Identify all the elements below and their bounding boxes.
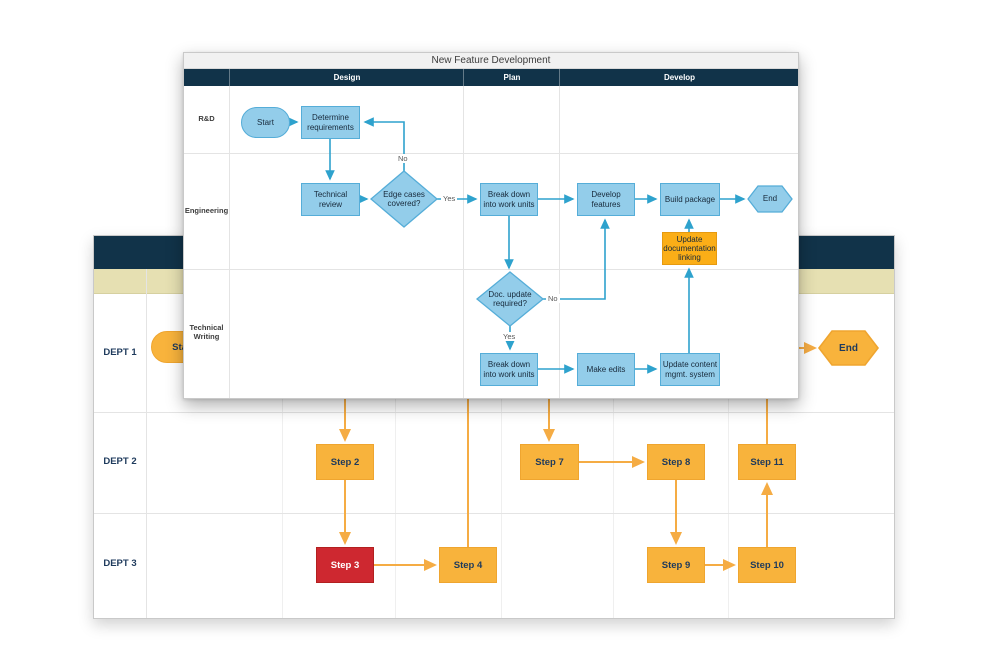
lane-label-dept2: DEPT 2	[103, 456, 137, 467]
node-update-content-mgmt-system[interactable]: Update content mgmt. system	[660, 353, 720, 386]
node-technical-review[interactable]: Technical review	[301, 183, 360, 216]
feature-development-diagram-card: New Feature Development Design Plan Deve…	[183, 52, 799, 399]
edge-docupdate-no	[543, 218, 610, 300]
bg-column-divider	[728, 293, 729, 618]
bg-column-divider	[613, 293, 614, 618]
edge-label-no: No	[396, 154, 410, 163]
lane-label-rd: R&D	[198, 114, 215, 123]
node-doc-update-required[interactable]: Doc. update required?	[475, 271, 545, 327]
bg-connector-layer	[339, 342, 817, 571]
bg-column-divider	[282, 293, 283, 618]
edge-label-yes: Yes	[441, 194, 458, 203]
node-step4[interactable]: Step 4	[439, 547, 497, 583]
node-determine-requirements[interactable]: Determine requirements	[301, 106, 360, 139]
node-end-bg[interactable]: End	[817, 330, 880, 366]
bg-label-column-divider	[146, 269, 147, 618]
edge-label-yes: Yes	[501, 332, 518, 341]
node-develop-features[interactable]: Develop features	[577, 183, 635, 216]
node-step8[interactable]: Step 8	[647, 444, 705, 480]
node-step3[interactable]: Step 3	[316, 547, 374, 583]
fg-lane-divider	[184, 269, 798, 270]
bg-column-divider	[501, 293, 502, 618]
phase-header-plan: Plan	[463, 69, 560, 86]
fg-label-column-divider	[229, 86, 230, 398]
node-step7[interactable]: Step 7	[520, 444, 579, 480]
edge-edgecases-no-loop	[363, 117, 405, 171]
hexagon-shape	[747, 185, 793, 213]
phase-header-design: Design	[229, 69, 464, 86]
fg-phase-band	[184, 69, 798, 86]
node-edge-cases-covered[interactable]: Edge cases covered?	[369, 170, 439, 228]
hexagon-shape	[817, 330, 880, 366]
bg-lane-divider	[94, 412, 894, 413]
node-build-package[interactable]: Build package	[660, 183, 720, 216]
lane-label-engineering: Engineering	[184, 206, 229, 215]
diagram-title: New Feature Development	[184, 53, 798, 69]
bg-lane-divider	[94, 513, 894, 514]
node-step11[interactable]: Step 11	[738, 444, 796, 480]
diamond-shape	[369, 170, 439, 228]
lane-label-technical-writing: Technical Writing	[189, 323, 224, 342]
diamond-shape	[475, 271, 545, 327]
lane-label-dept1: DEPT 1	[103, 347, 137, 358]
edge-label-no: No	[546, 294, 560, 303]
fg-lane-divider	[184, 153, 798, 154]
node-update-documentation-linking[interactable]: Update documentation linking	[662, 232, 717, 265]
node-step9[interactable]: Step 9	[647, 547, 705, 583]
lane-label-dept3: DEPT 3	[103, 558, 137, 569]
node-break-down-work-units-eng[interactable]: Break down into work units	[480, 183, 538, 216]
node-step2[interactable]: Step 2	[316, 444, 374, 480]
node-start[interactable]: Start	[241, 107, 290, 138]
node-end[interactable]: End	[747, 185, 793, 213]
fg-phase-divider	[463, 86, 464, 398]
node-step10[interactable]: Step 10	[738, 547, 796, 583]
node-make-edits[interactable]: Make edits	[577, 353, 635, 386]
fg-connector-layer	[288, 117, 746, 374]
bg-column-divider	[395, 293, 396, 618]
node-break-down-work-units-tw[interactable]: Break down into work units	[480, 353, 538, 386]
fg-phase-divider	[559, 86, 560, 398]
phase-header-develop: Develop	[559, 69, 799, 86]
